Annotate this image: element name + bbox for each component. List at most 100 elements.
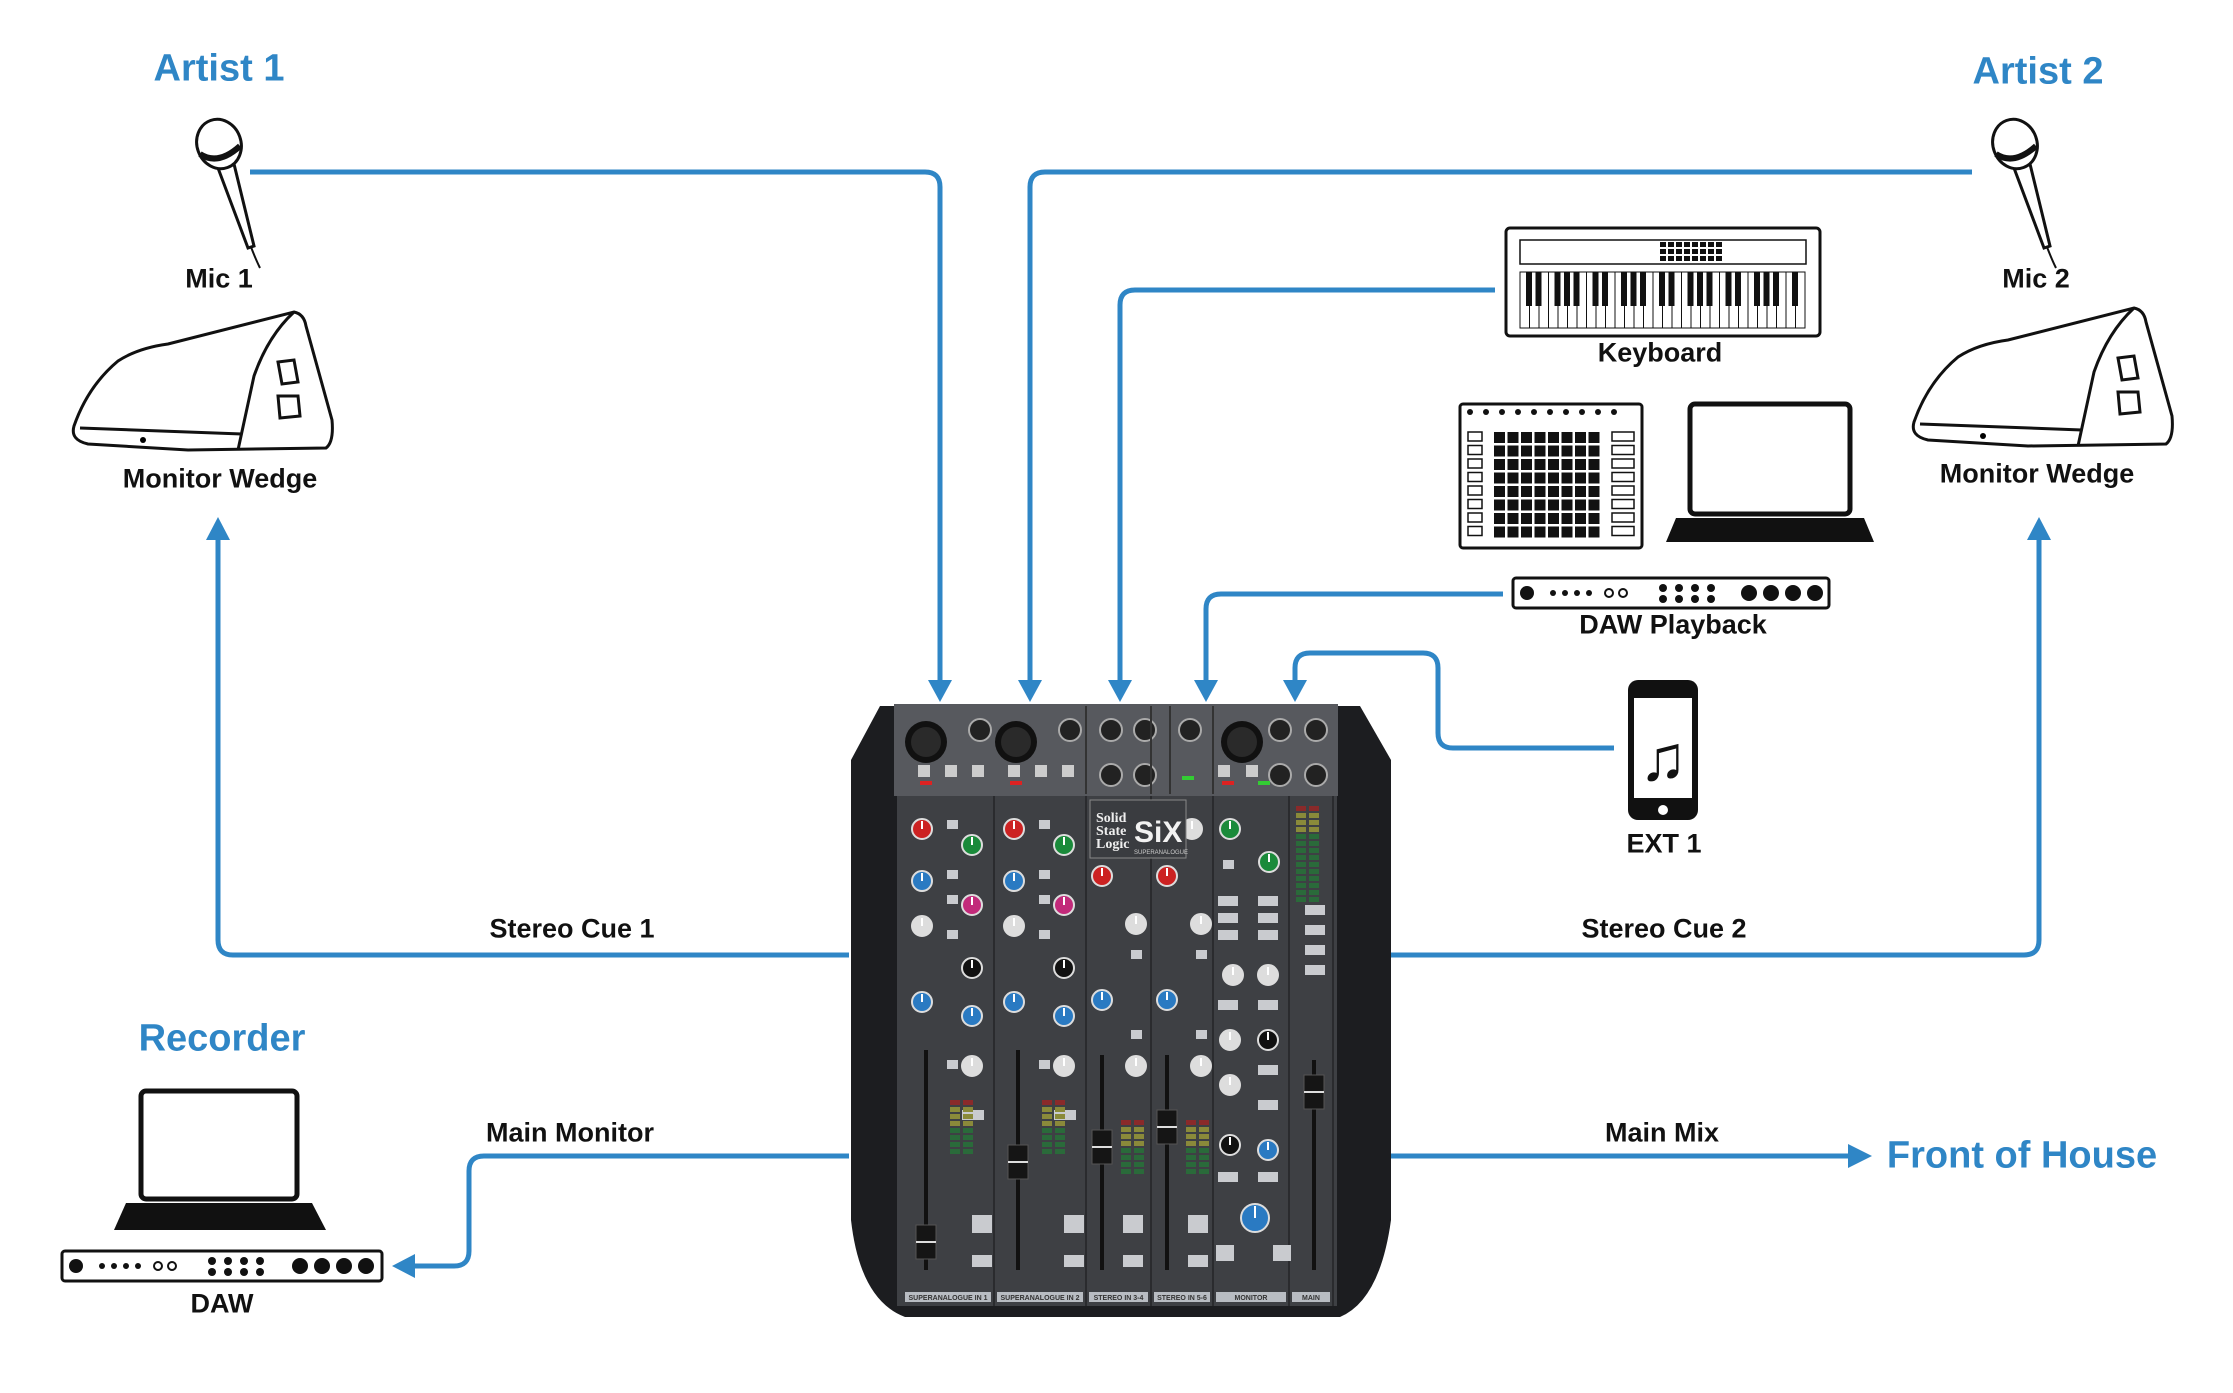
switch-button[interactable] (1064, 1255, 1084, 1267)
switch-button[interactable] (1246, 765, 1258, 777)
switch-button[interactable] (1218, 930, 1238, 940)
switch-button[interactable] (1258, 896, 1278, 906)
switch-button[interactable] (1035, 765, 1047, 777)
piano-key-black (1697, 272, 1703, 306)
switch-button[interactable] (1188, 1255, 1208, 1267)
switch-button[interactable] (1039, 1060, 1050, 1069)
pad (1588, 459, 1600, 470)
switch-button[interactable] (1258, 1065, 1278, 1075)
switch-button[interactable] (1258, 1100, 1278, 1110)
switch-button[interactable] (1064, 1215, 1084, 1233)
jack-input[interactable] (968, 718, 992, 742)
monitor-wedge-2-label: Monitor Wedge (1939, 458, 2135, 489)
switch-button[interactable] (1223, 860, 1234, 869)
monitor-wedge-icon (1911, 306, 2174, 448)
fader-track (1165, 1055, 1169, 1270)
switch-button[interactable] (972, 1215, 992, 1233)
switch-button[interactable] (1218, 1000, 1238, 1010)
switch-button[interactable] (1216, 1245, 1234, 1261)
pad (1521, 445, 1532, 457)
switch-button[interactable] (1218, 896, 1238, 906)
level-meter-segment (950, 1107, 960, 1112)
jack-input[interactable] (1304, 763, 1328, 787)
level-meter-segment (1296, 890, 1306, 895)
switch-button[interactable] (947, 895, 958, 904)
level-meter-segment (1296, 820, 1306, 825)
piano-key-black (1687, 272, 1694, 306)
switch-button[interactable] (1039, 895, 1050, 904)
piano-key-black (1763, 272, 1770, 306)
midi-keyboard-icon (1504, 226, 1822, 338)
model-name: SiX (1134, 816, 1182, 849)
level-meter-segment (1296, 883, 1306, 888)
switch-button[interactable] (1123, 1255, 1143, 1267)
switch-button[interactable] (947, 870, 958, 879)
piano-key-black (1564, 272, 1570, 306)
jack-input[interactable] (1268, 763, 1292, 787)
jack-input[interactable] (1304, 718, 1328, 742)
level-meter-segment (1186, 1155, 1196, 1160)
switch-button[interactable] (1258, 1000, 1278, 1010)
switch-button[interactable] (1196, 1030, 1207, 1039)
piano-key-black (1592, 272, 1599, 306)
jack-input[interactable] (1133, 763, 1157, 787)
switch-button[interactable] (1218, 913, 1238, 923)
jack-input[interactable] (1133, 718, 1157, 742)
jack-input[interactable] (1099, 718, 1123, 742)
switch-button[interactable] (1258, 913, 1278, 923)
piano-key-black (1659, 272, 1665, 306)
switch-button[interactable] (1258, 1172, 1278, 1182)
switch-button[interactable] (1273, 1245, 1291, 1261)
switch-button[interactable] (1305, 905, 1325, 915)
pad (1494, 445, 1505, 457)
switch-button[interactable] (1305, 945, 1325, 955)
switch-button[interactable] (1305, 925, 1325, 935)
switch-button[interactable] (1008, 765, 1020, 777)
pad (1534, 513, 1546, 524)
switch-button[interactable] (947, 820, 958, 829)
switch-button[interactable] (945, 765, 957, 777)
fader-track (1312, 1060, 1316, 1270)
level-meter-segment (1121, 1155, 1131, 1160)
switch-button[interactable] (1062, 765, 1074, 777)
switch-button[interactable] (947, 1060, 958, 1069)
pad (1588, 445, 1600, 457)
switch-button[interactable] (1039, 820, 1050, 829)
wire-stereo-cue-2 (1391, 540, 2042, 958)
switch-button[interactable] (1039, 870, 1050, 879)
switch-button[interactable] (1196, 950, 1207, 959)
jack-input[interactable] (1058, 718, 1082, 742)
stereo-cue-1-label: Stereo Cue 1 (489, 913, 655, 944)
switch-button[interactable] (1131, 1030, 1142, 1039)
switch-button[interactable] (1123, 1215, 1143, 1233)
switch-button[interactable] (918, 765, 930, 777)
jack-input[interactable] (1178, 718, 1202, 742)
jack-input[interactable] (1099, 763, 1123, 787)
switch-button[interactable] (1218, 765, 1230, 777)
piano-key-black (1773, 272, 1779, 306)
level-meter-segment (1186, 1141, 1196, 1146)
level-meter-segment (1042, 1135, 1052, 1140)
switch-button[interactable] (1305, 965, 1325, 975)
laptop-icon (1666, 401, 1874, 542)
jack-input[interactable] (1268, 718, 1292, 742)
level-meter-segment (1296, 876, 1306, 881)
stereo-cue-2-label: Stereo Cue 2 (1581, 913, 1747, 944)
switch-button[interactable] (1218, 1172, 1238, 1182)
level-meter-segment (1042, 1121, 1052, 1126)
strip-label-plate (1216, 1292, 1286, 1302)
mic-1-label: Mic 1 (185, 263, 253, 294)
switch-button[interactable] (972, 765, 984, 777)
pad (1521, 526, 1532, 538)
level-meter-segment (1186, 1127, 1196, 1132)
pad (1548, 459, 1559, 470)
switch-button[interactable] (1131, 950, 1142, 959)
switch-button[interactable] (1188, 1215, 1208, 1233)
level-meter-segment (1042, 1142, 1052, 1147)
switch-button[interactable] (972, 1255, 992, 1267)
level-meter-segment (1042, 1107, 1052, 1112)
switch-button[interactable] (1258, 930, 1278, 940)
switch-button[interactable] (1039, 930, 1050, 939)
level-meter-segment (1042, 1114, 1052, 1119)
switch-button[interactable] (947, 930, 958, 939)
